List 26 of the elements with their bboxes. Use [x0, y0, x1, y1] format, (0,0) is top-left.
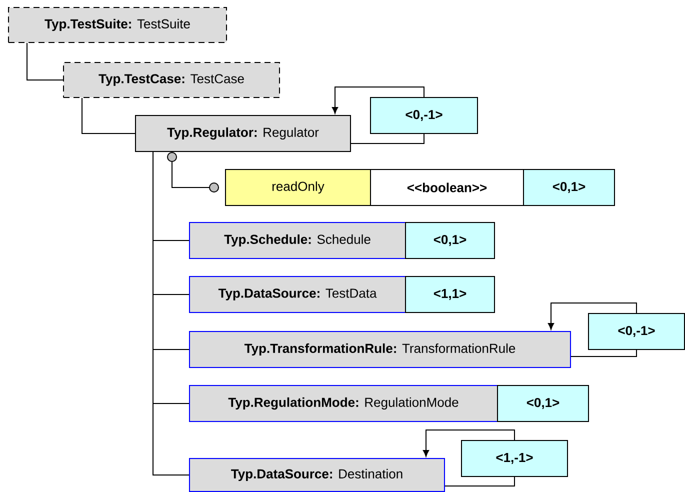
class-box: Typ.TestCase: TestCase — [63, 62, 280, 98]
class-box: Typ.RegulationMode: RegulationMode — [189, 385, 498, 422]
class-box: Typ.Regulator: Regulator — [135, 115, 351, 152]
multiplicity-box: <1,-1> — [461, 440, 568, 477]
class-box: Typ.TestSuite: TestSuite — [8, 7, 227, 43]
class-box: Typ.Schedule: Schedule — [189, 222, 406, 259]
connector-line — [26, 42, 64, 80]
type-box: <<boolean>> — [370, 169, 524, 206]
connector-line — [444, 476, 515, 486]
arrow — [422, 430, 515, 457]
multiplicity-box: <0,1> — [497, 385, 589, 422]
attribute-box: readOnly — [225, 169, 371, 206]
arrow — [332, 86, 424, 114]
multiplicity-box: <0,1> — [523, 169, 615, 206]
connector-line — [82, 98, 136, 134]
multiplicity-box: <1,1> — [405, 276, 495, 313]
lollipop-connector — [167, 152, 219, 192]
multiplicity-box: <0,1> — [405, 222, 495, 259]
class-box: Typ.DataSource: Destination — [189, 458, 445, 492]
class-box: Typ.TransformationRule: TransformationRule — [189, 331, 571, 368]
arrow — [548, 302, 637, 330]
connector-line — [570, 350, 637, 357]
class-box: Typ.DataSource: TestData — [189, 276, 406, 313]
multiplicity-box: <0,-1> — [588, 313, 685, 350]
multiplicity-box: <0,-1> — [370, 97, 478, 134]
connector-line — [350, 134, 424, 144]
